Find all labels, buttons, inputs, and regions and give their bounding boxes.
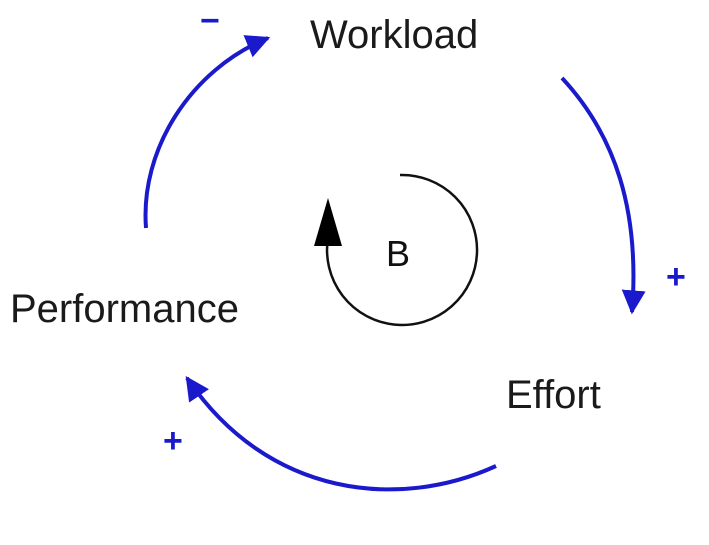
link-workload-to-effort	[560, 76, 646, 315]
link-effort-to-performance	[185, 376, 497, 492]
polarity-effort-to-performance: +	[163, 422, 183, 460]
polarity-performance-to-workload: −	[200, 2, 220, 40]
node-effort: Effort	[506, 373, 601, 417]
balancing-loop-icon: B	[314, 173, 479, 327]
loop-label: B	[386, 233, 410, 274]
loop-arc	[325, 173, 479, 327]
link-performance-to-workload	[143, 35, 271, 229]
node-workload: Workload	[310, 13, 478, 57]
node-performance: Performance	[10, 287, 239, 331]
loop-arrowhead	[314, 198, 342, 246]
polarity-workload-to-effort: +	[666, 258, 686, 296]
